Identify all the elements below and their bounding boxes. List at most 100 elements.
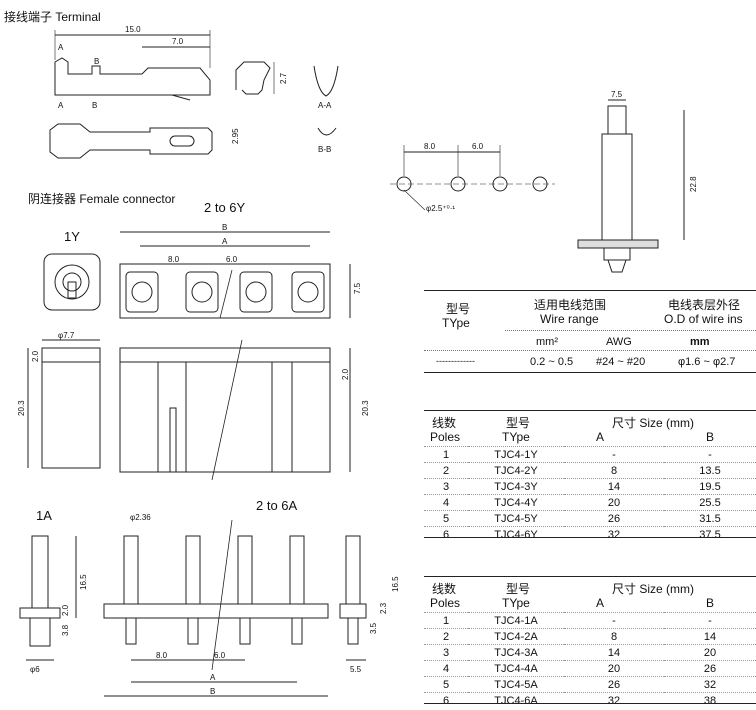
a-range-view — [103, 519, 329, 697]
table-cell: 13.5 — [699, 464, 721, 477]
1a-pin: 16.5 — [79, 574, 88, 590]
sec-a-top: A — [58, 43, 64, 52]
table-cell: TJC4-4A — [494, 662, 538, 675]
pin-width: 7.5 — [611, 90, 623, 99]
table-cell: TJC4-1Y — [494, 448, 538, 461]
terminal-top-view — [49, 123, 213, 159]
a-range-title: 2 to 6A — [256, 498, 298, 513]
at-h2: 型号 — [506, 582, 531, 596]
table-cell: TJC4-1A — [494, 614, 538, 627]
section-aa-label: A-A — [318, 101, 332, 110]
y-single-title: 1Y — [64, 229, 80, 244]
section-bb-label: B-B — [318, 145, 331, 154]
table-cell: 32 — [607, 528, 621, 541]
table-cell: 5 — [442, 512, 450, 525]
y-dim-b: B — [222, 223, 227, 232]
at-ha: A — [596, 596, 605, 610]
table-cell: 5 — [442, 678, 450, 691]
table-cell: 3 — [442, 480, 450, 493]
table-cell: 2 — [442, 464, 450, 477]
table-cell: - — [612, 614, 616, 627]
1y-side-view — [27, 339, 101, 469]
pin-pcb-view — [577, 99, 685, 273]
table-cell: 20 — [607, 662, 621, 675]
a-a: A — [210, 673, 216, 682]
table-cell: 4 — [442, 662, 450, 675]
sec-b-top: B — [94, 57, 99, 66]
y-range-title: 2 to 6Y — [204, 200, 246, 215]
yt-hb: B — [706, 430, 715, 444]
table-cell: TJC4-3A — [494, 646, 538, 659]
y-dim-h: 7.5 — [353, 282, 362, 294]
yt-h2b: TYpe — [502, 430, 530, 444]
at-hb: B — [706, 596, 715, 610]
wt-type-cn: 型号 — [446, 302, 471, 316]
y-side-body: 20.3 — [361, 400, 370, 416]
table-cell: 3 — [442, 646, 450, 659]
pcb-hole-pattern — [390, 145, 555, 211]
table-cell: 4 — [442, 496, 450, 509]
1y-dia: φ7.7 — [58, 331, 75, 340]
yt-h2: 型号 — [506, 416, 531, 430]
1y-body: 20.3 — [17, 400, 26, 416]
sec-b-bottom: B — [92, 101, 97, 110]
sec-a-bottom: A — [58, 101, 64, 110]
terminal-title: 接线端子 Terminal — [4, 10, 101, 24]
table-cell: 1 — [442, 448, 450, 461]
section-aa-shape — [313, 65, 339, 97]
table-cell: 32 — [607, 694, 621, 707]
table-cell: 31.5 — [699, 512, 721, 525]
pin-height: 22.8 — [689, 176, 698, 192]
pcb-pitch1: 8.0 — [424, 142, 436, 151]
at-h2b: TYpe — [502, 596, 530, 610]
wt-unit-mm: mm — [690, 336, 710, 348]
at-h1: 线数 — [432, 582, 457, 596]
table-cell: 8 — [610, 630, 618, 643]
wt-row-awg: #24 ~ #20 — [596, 356, 646, 368]
table-cell: - — [708, 448, 712, 461]
terminal-side-view — [54, 30, 211, 101]
wt-range-cn: 适用电线范围 — [534, 298, 607, 312]
wt-row-type: ------------- — [436, 356, 475, 366]
table-cell: TJC4-5A — [494, 678, 538, 691]
y-dim-a: A — [222, 237, 228, 246]
table-cell: TJC4-6A — [494, 694, 538, 707]
y-side-top: 2.0 — [341, 368, 350, 380]
table-cell: TJC4-2Y — [494, 464, 538, 477]
wt-range-en: Wire range — [540, 312, 599, 326]
dim-width: 2.95 — [231, 128, 240, 144]
table-cell: 8 — [610, 464, 618, 477]
table-cell: 32 — [703, 678, 717, 691]
table-cell: 2 — [442, 630, 450, 643]
female-connector-title: 阴连接器 Female connector — [28, 192, 176, 206]
yt-h1b: Poles — [430, 430, 461, 444]
table-cell: TJC4-4Y — [494, 496, 538, 509]
table-cell: TJC4-2A — [494, 630, 538, 643]
pcb-hole-dia: φ2.5⁺⁰·¹ — [426, 204, 455, 213]
table-cell: 19.5 — [699, 480, 721, 493]
1a-dia: φ6 — [30, 665, 40, 674]
yt-h3: 尺寸 Size (mm) — [612, 416, 694, 430]
1a-pin-view — [19, 535, 77, 661]
a-side-view — [339, 535, 367, 661]
table-cell: 20 — [703, 646, 717, 659]
y-front-view — [119, 231, 351, 319]
u-section — [235, 61, 275, 95]
yt-h1: 线数 — [432, 416, 457, 430]
table-row: 2 TJC4-2Y 8 13.5 — [424, 462, 756, 479]
wt-od-cn: 电线表层外径 — [668, 298, 741, 312]
wt-unit-mm2: mm² — [536, 336, 558, 348]
section-bb-shape — [317, 127, 337, 136]
y-dim-p2: 6.0 — [226, 255, 238, 264]
